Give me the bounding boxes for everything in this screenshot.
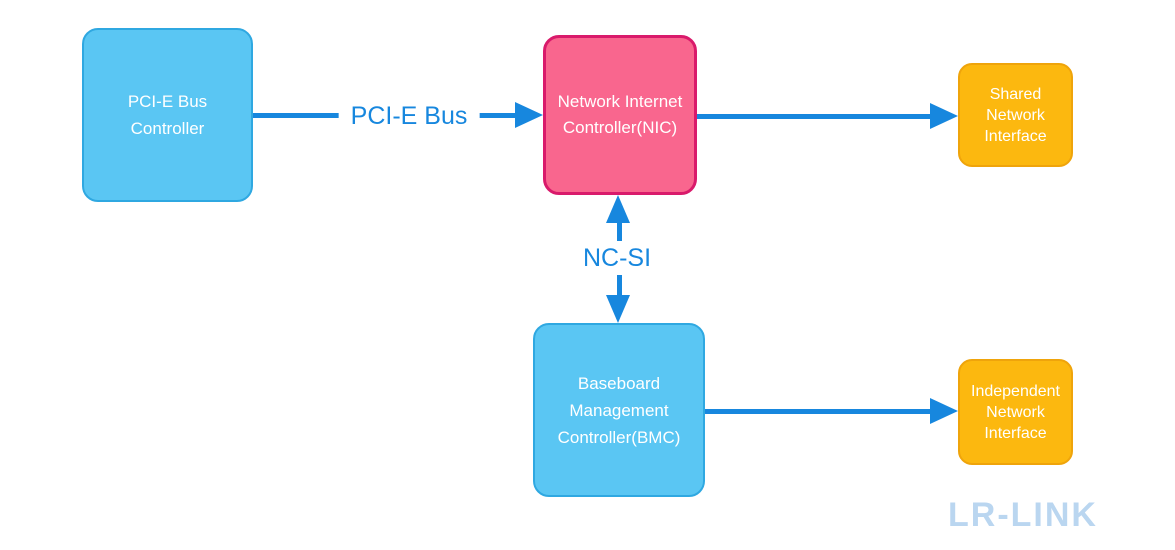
node-bmc-label: Baseboard Management Controller(BMC) [557, 373, 681, 447]
node-independent-network-interface: Independent Network Interface [958, 359, 1073, 465]
arrowhead-up-icon [606, 195, 630, 223]
node-bmc: Baseboard Management Controller(BMC) [533, 323, 705, 497]
edge-label-pcie-bus: PCI-E Bus [338, 99, 480, 133]
arrowhead-right-icon [930, 103, 958, 129]
arrowhead-down-icon [606, 295, 630, 323]
node-shared-network-interface: Shared Network Interface [958, 63, 1073, 167]
node-nic-label: Network Internet Controller(NIC) [557, 92, 683, 137]
lr-link-watermark: LR-LINK [948, 496, 1098, 534]
node-pcie-bus-controller: PCI-E Bus Controller [82, 28, 253, 202]
node-nic: Network Internet Controller(NIC) [543, 35, 697, 195]
node-shared-network-interface-label: Shared Network Interface [984, 85, 1047, 145]
arrowhead-right-icon [930, 398, 958, 424]
edge-nic-to-shared-line [697, 114, 932, 119]
node-independent-network-interface-label: Independent Network Interface [971, 382, 1060, 442]
edge-bmc-to-independent-line [705, 409, 932, 414]
edge-label-nc-si: NC-SI [570, 241, 664, 275]
node-pcie-bus-controller-label: PCI-E Bus Controller [127, 92, 208, 138]
arrowhead-right-icon [515, 102, 543, 128]
